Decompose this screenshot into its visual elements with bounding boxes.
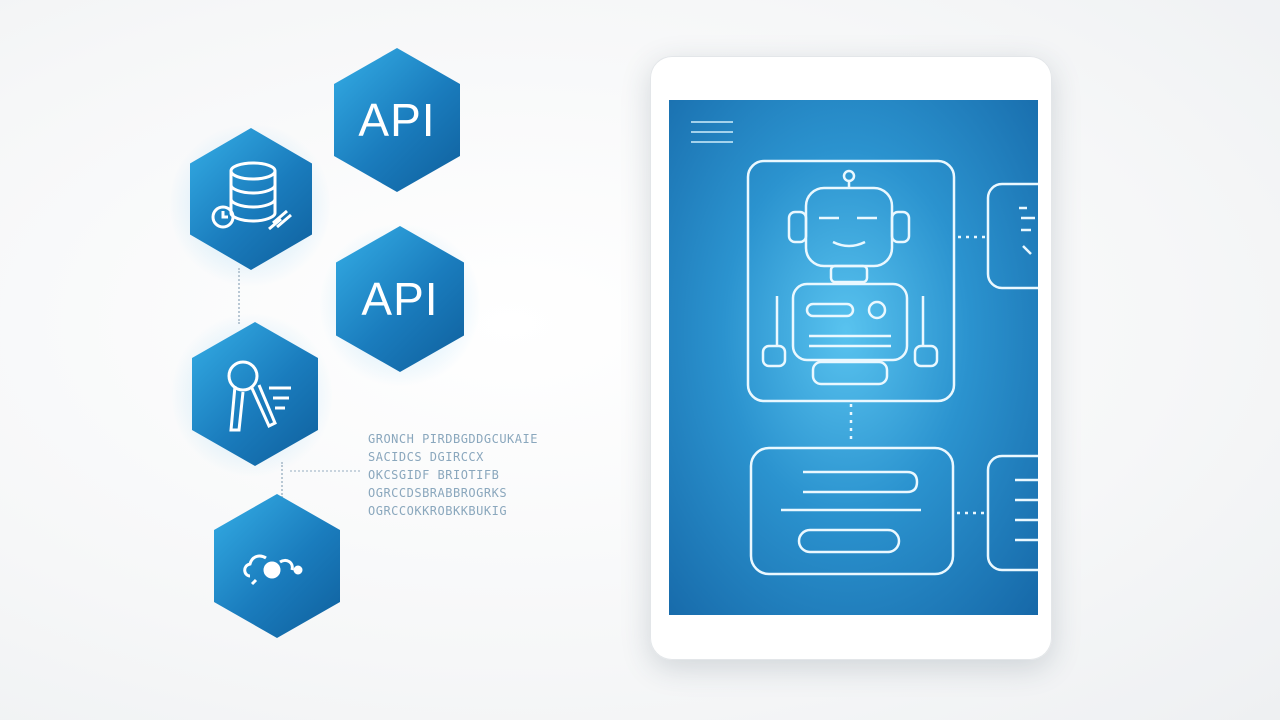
code-line: SACIDCS DGIRCCX <box>368 450 484 464</box>
robot-card[interactable] <box>746 159 956 403</box>
code-line: OGRCCDSBRABBROGRKS <box>368 486 508 500</box>
chat-bubble-icon <box>781 470 921 554</box>
screen-illustration <box>691 121 1038 576</box>
cloud-connect-icon <box>243 554 303 586</box>
hex-database[interactable] <box>190 128 312 270</box>
api-label: API <box>361 273 439 325</box>
hex-api-top[interactable]: API <box>334 48 460 192</box>
hex-key-search[interactable] <box>192 322 318 466</box>
code-line: OGRCCOKKROBKKBUKIG <box>368 504 508 518</box>
key-search-icon <box>227 360 291 432</box>
side-card-bottom[interactable] <box>986 454 1038 572</box>
dotted-connector <box>238 268 240 324</box>
code-line: OKCSGIDF BRIOTIFB <box>368 468 500 482</box>
dotted-connector <box>290 470 360 472</box>
hex-cloud-connect[interactable] <box>214 494 340 638</box>
side-card-bottom-icon <box>1015 478 1038 542</box>
tablet-screen[interactable] <box>669 100 1038 615</box>
dotted-connector <box>281 462 283 498</box>
robot-icon <box>761 169 939 386</box>
chat-card[interactable] <box>749 446 955 576</box>
database-sync-icon <box>211 161 292 231</box>
menu-icon[interactable] <box>691 121 733 143</box>
side-card-top-icon <box>1019 206 1035 255</box>
hex-api-middle[interactable]: API <box>336 226 464 372</box>
side-card-top[interactable] <box>986 182 1038 290</box>
api-label: API <box>358 94 436 146</box>
code-text-block: GRONCH PIRDBGDDGCUKAIE SACIDCS DGIRCCX O… <box>368 430 558 520</box>
code-line: GRONCH PIRDBGDDGCUKAIE <box>368 432 538 446</box>
